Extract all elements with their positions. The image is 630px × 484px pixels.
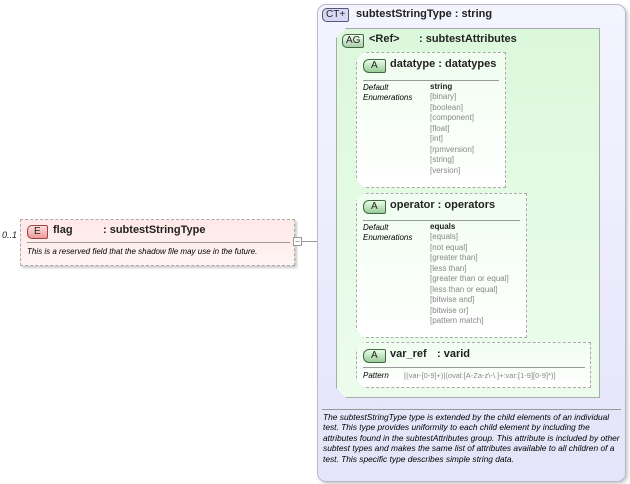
enum-item: [greater than] [430, 253, 478, 262]
attribute-name: var_ref [390, 348, 427, 360]
attribute-operator[interactable]: A operator : operators Default Enumerati… [356, 193, 527, 338]
enum-item: [int] [430, 134, 443, 143]
enum-item: [boolean] [430, 102, 463, 112]
enum-item: [pattern match] [430, 316, 484, 325]
element-flag[interactable]: E flag : subtestStringType This is a res… [20, 219, 295, 266]
attribute-badge: A [363, 59, 386, 73]
default-label: Default [363, 223, 389, 232]
divider [363, 220, 520, 221]
attribute-type: : varid [437, 348, 471, 360]
enum-item: [rpmversion] [430, 144, 475, 154]
connector-line [300, 241, 317, 242]
enum-list: [equals] [not equal] [greater than] [les… [430, 232, 509, 327]
divider [27, 242, 290, 243]
complex-type-badge: CT+ [322, 8, 350, 22]
collapse-toggle[interactable]: − [293, 237, 302, 246]
complex-type-doc: The subtestStringType type is extended b… [323, 412, 620, 464]
divider [363, 80, 499, 81]
enum-list: [binary] [boolean] [component] [float] [… [430, 92, 474, 176]
element-type: : subtestStringType [103, 224, 206, 236]
default-label: Default [363, 83, 389, 92]
enum-item: [bitwise or] [430, 305, 469, 315]
attribute-group-ref: <Ref> [369, 33, 400, 45]
enumerations-label: Enumerations [363, 93, 413, 102]
attribute-datatype[interactable]: A datatype : datatypes Default Enumerati… [356, 52, 506, 188]
attribute-var-ref[interactable]: A var_ref : varid Pattern [(var-[0-9]+)|… [356, 342, 591, 388]
multiplicity: 0..1 [2, 230, 18, 240]
enum-item: [string] [430, 155, 455, 164]
enum-item: [equals] [430, 232, 459, 241]
attribute-group-name: : subtestAttributes [419, 33, 517, 45]
enum-item: [greater than or equal] [430, 274, 509, 283]
divider [363, 367, 585, 368]
complex-type-title: subtestStringType : string [356, 8, 493, 20]
enum-item: [less than] [430, 263, 467, 273]
enum-item: [less than or equal] [430, 284, 498, 294]
pattern-value: [(var-[0-9]+)|(oval:[A-Za-z\-\.]+:var:[1… [404, 371, 556, 380]
enumerations-label: Enumerations [363, 233, 413, 242]
divider [322, 409, 621, 410]
enum-item: [binary] [430, 92, 457, 101]
element-name: flag [53, 224, 73, 236]
enum-item: [float] [430, 123, 450, 133]
attribute-badge: A [363, 349, 386, 363]
default-value: string [430, 82, 453, 91]
attribute-title: operator : operators [390, 199, 496, 211]
element-badge: E [27, 225, 48, 239]
enum-item: [bitwise and] [430, 295, 475, 304]
enum-item: [component] [430, 113, 475, 122]
pattern-label: Pattern [363, 371, 389, 380]
attribute-badge: A [363, 200, 386, 214]
enum-item: [not equal] [430, 242, 468, 252]
attribute-title: datatype : datatypes [390, 58, 497, 70]
enum-item: [version] [430, 165, 461, 175]
default-value: equals [430, 222, 456, 231]
element-doc: This is a reserved field that the shadow… [27, 247, 258, 256]
attribute-group-badge: AG [342, 34, 365, 48]
